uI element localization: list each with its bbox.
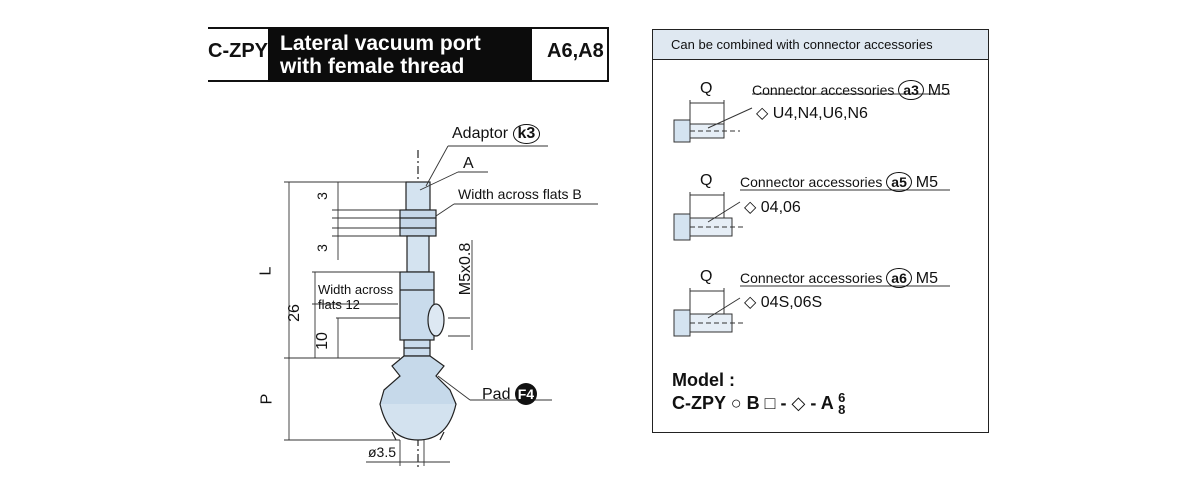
dim-26: 26 <box>285 304 303 322</box>
header-bottom-rule-right <box>532 80 608 82</box>
diameter-label: ø3.5 <box>368 444 397 460</box>
diamond-icon: ◇ <box>744 199 757 216</box>
product-title-line1: Lateral vacuum port <box>280 32 481 55</box>
thread-label: M5x0.8 <box>457 242 475 296</box>
model-title: Model : <box>672 370 735 390</box>
item1-options-text: U4,N4,U6,N6 <box>772 105 868 122</box>
side-port <box>427 303 445 337</box>
connector-accessories-panel: Can be combined with connector accessori… <box>652 29 989 433</box>
body-block <box>399 271 435 341</box>
dim-P: P <box>258 393 276 405</box>
model-size-8: 8 <box>838 402 846 417</box>
product-sizes: A6,A8 <box>547 40 604 62</box>
item2-badge: a5 <box>886 172 912 192</box>
product-title-block: Lateral vacuum port with female thread <box>268 27 532 82</box>
diamond-placeholder-icon: ◇ <box>791 392 806 413</box>
item2-connector-label: Connector accessories a5 M5 <box>740 172 938 192</box>
header-right-rule <box>607 27 609 82</box>
item2-label-text: Connector accessories <box>740 174 883 190</box>
width-flats-12-line1: Width across <box>318 282 394 297</box>
panel-title: Can be combined with connector accessori… <box>653 30 988 60</box>
adaptor-callout: Adaptor k3 <box>452 124 541 144</box>
circle-placeholder-icon: ○ <box>730 392 742 413</box>
pad-label: Pad <box>482 386 511 403</box>
model-b: B <box>746 392 760 413</box>
item3-options: ◇ 04S,06S <box>744 292 822 312</box>
item3-connector-label: Connector accessories a6 M5 <box>740 268 938 288</box>
item1-thread: M5 <box>927 82 950 99</box>
dim-L: L <box>257 266 275 276</box>
product-code: C-ZPY <box>208 40 268 62</box>
connector-drawings <box>673 93 950 337</box>
label-a: A <box>463 155 474 172</box>
item2-options: ◇ 04,06 <box>744 197 801 217</box>
diamond-icon: ◇ <box>756 105 769 122</box>
item3-thread: M5 <box>915 270 938 287</box>
item3-badge: a6 <box>886 268 912 288</box>
item3-q: Q <box>700 268 713 285</box>
item1-q: Q <box>700 80 713 97</box>
model-code: C-ZPY ○ B □ - ◇ - A 6 8 <box>672 390 846 417</box>
model-size-stack: 6 8 <box>838 390 846 417</box>
lower-stem <box>406 235 430 273</box>
item1-connector-label: Connector accessories a3 M5 <box>752 80 950 100</box>
item2-options-text: 04,06 <box>760 199 801 216</box>
item1-label-text: Connector accessories <box>752 82 895 98</box>
square-placeholder-icon: □ <box>764 392 776 413</box>
item1-badge: a3 <box>898 80 924 100</box>
item2-thread: M5 <box>915 174 938 191</box>
item2-q: Q <box>700 172 713 189</box>
adaptor-badge: k3 <box>512 124 541 144</box>
item3-options-text: 04S,06S <box>760 294 823 311</box>
pad-callout: Pad F4 <box>482 383 537 405</box>
diamond-icon: ◇ <box>744 294 757 311</box>
width-flats-12-line2: flats 12 <box>318 297 360 312</box>
model-a: - A <box>810 392 834 413</box>
dim-10: 10 <box>313 332 331 350</box>
item3-label-text: Connector accessories <box>740 270 883 286</box>
hex-nut <box>399 209 437 237</box>
header-bottom-rule-left <box>208 80 268 82</box>
width-flats-b-label: Width across flats B <box>458 186 582 202</box>
pad-badge: F4 <box>514 383 537 405</box>
model-size-6: 6 <box>838 390 846 405</box>
model-dash: - <box>780 392 787 413</box>
dim-3-top: 3 <box>313 192 330 200</box>
dim-3-bottom: 3 <box>313 244 330 252</box>
product-title-line2: with female thread <box>280 55 465 78</box>
adaptor-label: Adaptor <box>452 125 509 142</box>
model-prefix: C-ZPY <box>672 392 726 413</box>
item1-options: ◇ U4,N4,U6,N6 <box>756 103 868 123</box>
